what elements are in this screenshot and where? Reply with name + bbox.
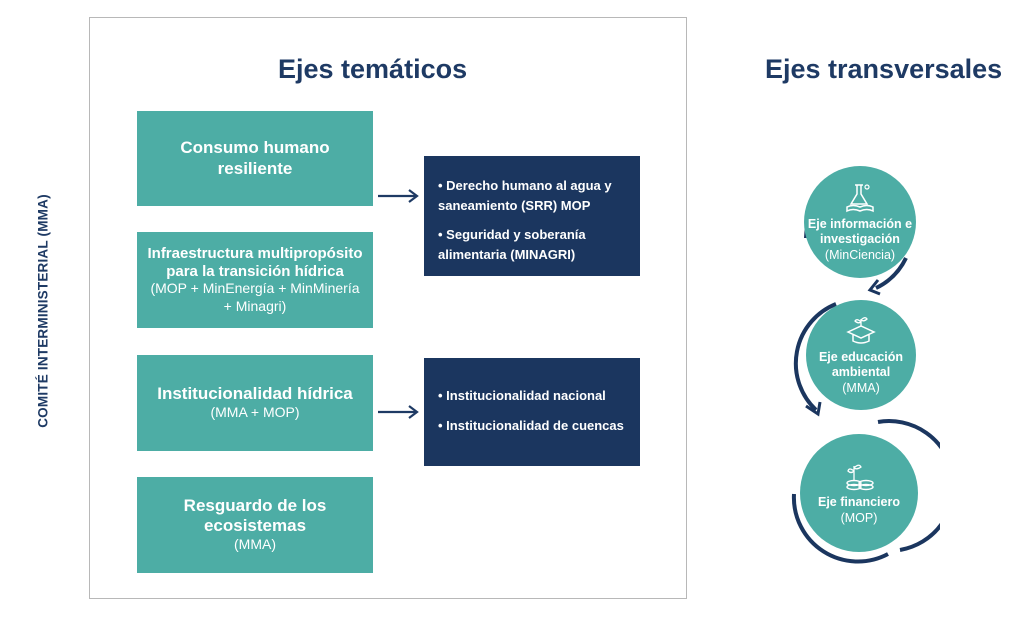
transversal-subtitle: (MOP) xyxy=(840,511,878,526)
tematico-subtitle: (MOP + MinEnergía + MinMinería + Minagri… xyxy=(150,280,360,314)
detail-box-institucionalidad: • Institucionalidad nacional • Instituci… xyxy=(424,358,640,466)
tematico-box-institucionalidad: Institucionalidad hídrica (MMA + MOP) xyxy=(137,355,373,451)
tematico-subtitle: (MMA + MOP) xyxy=(210,404,300,421)
graduation-cap-plant-icon xyxy=(846,316,876,344)
heading-ejes-tematicos: Ejes temáticos xyxy=(278,54,468,84)
tematico-title: Infraestructura multipropósito para la t… xyxy=(147,244,363,280)
tematico-subtitle: (MMA) xyxy=(234,536,276,553)
heading-ejes-transversales: Ejes transversales xyxy=(765,54,1003,84)
tematico-title: Consumo humano resiliente xyxy=(180,138,330,178)
arrow-right-icon xyxy=(378,405,419,419)
detail-item: • Institucionalidad de cuencas xyxy=(438,417,624,433)
coins-plant-icon xyxy=(846,464,874,491)
tematico-title: Resguardo de los ecosistemas xyxy=(183,496,327,536)
transversal-disc-educacion: Eje educación ambiental (MMA) xyxy=(806,300,916,410)
tematico-title: Institucionalidad hídrica xyxy=(157,384,353,404)
detail-box-consumo: • Derecho humano al agua y saneamiento (… xyxy=(424,156,640,276)
tematico-box-infraestructura: Infraestructura multipropósito para la t… xyxy=(137,232,373,328)
arrow-right-icon xyxy=(378,189,419,203)
transversal-title: Eje información e investigación xyxy=(807,216,913,246)
side-label-comite: COMITÉ INTERMINISTERIAL (MMA) xyxy=(35,194,51,428)
ejes-tematicos-frame xyxy=(89,17,687,599)
detail-item: • Institucionalidad nacional xyxy=(438,388,606,403)
transversal-disc-financiero: Eje financiero (MOP) xyxy=(800,434,918,552)
detail-item: • Derecho humano al agua y saneamiento (… xyxy=(438,178,612,213)
tematico-box-resguardo: Resguardo de los ecosistemas (MMA) xyxy=(137,477,373,573)
detail-item: • Seguridad y soberanía alimentaria (MIN… xyxy=(438,227,586,262)
transversal-subtitle: (MinCiencia) xyxy=(824,247,896,262)
transversal-title: Eje financiero xyxy=(818,495,900,510)
transversal-subtitle: (MMA) xyxy=(842,380,880,395)
flask-book-icon xyxy=(846,184,874,213)
transversal-title: Eje educación ambiental xyxy=(818,349,904,379)
transversal-disc-informacion: Eje información e investigación (MinCien… xyxy=(804,166,916,278)
tematico-box-consumo-humano: Consumo humano resiliente xyxy=(137,111,373,206)
